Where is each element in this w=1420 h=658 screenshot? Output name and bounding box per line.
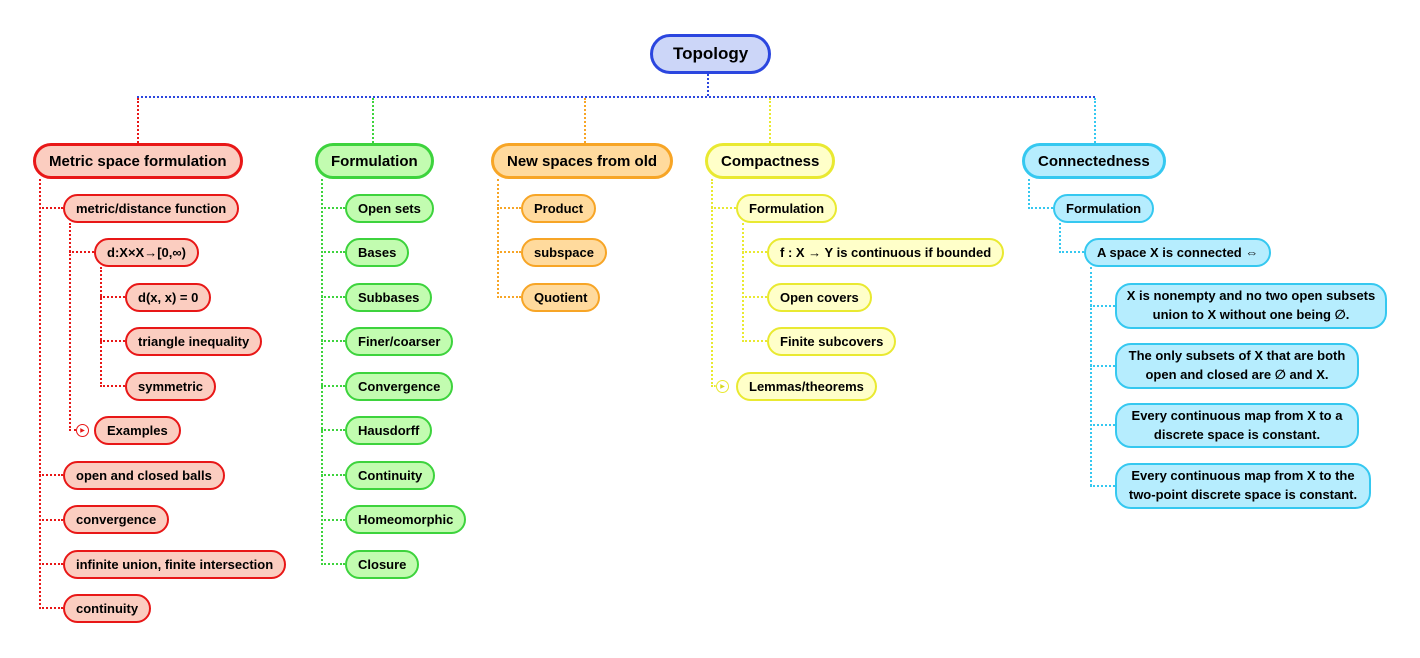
- connector-line: [69, 429, 76, 431]
- node-closure[interactable]: Closure: [345, 550, 420, 579]
- connector-line: [711, 179, 713, 387]
- connector-line: [39, 207, 63, 209]
- connector-line: [497, 179, 499, 298]
- connector-line: [742, 340, 767, 342]
- node-metric-distance-function[interactable]: metric/distance function: [63, 194, 240, 223]
- node-map-to-discrete-constant[interactable]: Every continuous map from X to a discret…: [1115, 403, 1359, 448]
- connector-line: [497, 251, 521, 253]
- connector-line: [100, 340, 125, 342]
- connector-line: [1028, 179, 1030, 209]
- connector-line: [69, 223, 71, 431]
- node-product[interactable]: Product: [521, 194, 597, 223]
- node-open-covers[interactable]: Open covers: [767, 283, 872, 312]
- node-triangle-inequality[interactable]: triangle inequality: [125, 327, 263, 356]
- node-homeomorphic[interactable]: Homeomorphic: [345, 505, 467, 534]
- node-space-connected-iff[interactable]: A space X is connected ⇔: [1084, 238, 1272, 267]
- connector-line: [742, 296, 767, 298]
- node-continuity[interactable]: Continuity: [345, 461, 436, 490]
- connector-line: [1090, 305, 1115, 307]
- connector-line: [137, 98, 139, 143]
- node-continuous-if-bounded[interactable]: f : X → Y is continuous if bounded: [767, 238, 1005, 267]
- connector-line: [711, 385, 716, 387]
- connector-line: [1059, 223, 1061, 253]
- node-convergence[interactable]: Convergence: [345, 372, 454, 401]
- node-finer-coarser[interactable]: Finer/coarser: [345, 327, 454, 356]
- connector-line: [497, 296, 521, 298]
- node-examples[interactable]: Examples: [94, 416, 181, 445]
- connector-line: [321, 474, 345, 476]
- connector-line: [321, 385, 345, 387]
- connector-line: [321, 429, 345, 431]
- collapsed-glyph: ▶: [80, 428, 85, 434]
- connector-line: [742, 251, 767, 253]
- connector-line: [321, 179, 323, 565]
- connector-line: [1059, 251, 1084, 253]
- connector-line: [69, 251, 94, 253]
- connector-line: [321, 207, 345, 209]
- connector-line: [497, 207, 521, 209]
- collapsed-indicator-icon[interactable]: ▶: [76, 424, 89, 437]
- connector-line: [711, 207, 736, 209]
- node-nonempty-no-two-open-subsets[interactable]: X is nonempty and no two open subsets un…: [1115, 283, 1387, 329]
- connector-line: [321, 563, 345, 565]
- node-symmetric[interactable]: symmetric: [125, 372, 217, 401]
- node-topology-root[interactable]: Topology: [650, 34, 772, 74]
- node-map-to-two-point-discrete-constant[interactable]: Every continuous map from X to the two-p…: [1115, 463, 1371, 509]
- node-open-and-closed-balls[interactable]: open and closed balls: [63, 461, 225, 490]
- node-metric-space-formulation[interactable]: Metric space formulation: [33, 143, 243, 179]
- connector-line: [39, 474, 63, 476]
- node-continuity-metric[interactable]: continuity: [63, 594, 152, 623]
- collapsed-glyph: ▶: [720, 384, 725, 390]
- connector-line: [1090, 485, 1115, 487]
- connector-line: [100, 296, 125, 298]
- node-compactness[interactable]: Compactness: [705, 143, 836, 179]
- node-infinite-union-finite-intersection[interactable]: infinite union, finite intersection: [63, 550, 287, 579]
- node-quotient[interactable]: Quotient: [521, 283, 601, 312]
- connector-line: [321, 519, 345, 521]
- connector-line: [707, 74, 709, 96]
- node-new-spaces-from-old[interactable]: New spaces from old: [491, 143, 674, 179]
- connector-line: [39, 607, 63, 609]
- node-connectedness[interactable]: Connectedness: [1022, 143, 1166, 179]
- connector-line: [742, 223, 744, 342]
- node-subspace[interactable]: subspace: [521, 238, 607, 267]
- node-hausdorff[interactable]: Hausdorff: [345, 416, 433, 445]
- node-lemmas-theorems[interactable]: Lemmas/theorems: [736, 372, 877, 401]
- collapsed-indicator-icon[interactable]: ▶: [716, 380, 729, 393]
- connector-line: [769, 98, 771, 143]
- node-metric-definition[interactable]: d:X×X→[0,∞): [94, 238, 199, 267]
- connector-line: [39, 563, 63, 565]
- connector-line: [39, 179, 41, 609]
- connector-line: [100, 385, 125, 387]
- node-open-sets[interactable]: Open sets: [345, 194, 434, 223]
- connector-line: [321, 296, 345, 298]
- connector-line: [39, 519, 63, 521]
- connector-line: [1090, 424, 1115, 426]
- connector-line: [1094, 98, 1096, 143]
- node-connectedness-formulation[interactable]: Formulation: [1053, 194, 1155, 223]
- node-identity-axiom[interactable]: d(x, x) = 0: [125, 283, 212, 312]
- node-subbases[interactable]: Subbases: [345, 283, 433, 312]
- node-compactness-formulation[interactable]: Formulation: [736, 194, 838, 223]
- connector-line: [321, 340, 345, 342]
- node-finite-subcovers[interactable]: Finite subcovers: [767, 327, 897, 356]
- node-only-clopen-subsets[interactable]: The only subsets of X that are both open…: [1115, 343, 1359, 389]
- connector-line: [1090, 365, 1115, 367]
- connector-line: [321, 251, 345, 253]
- connector-line: [584, 98, 586, 143]
- connector-line: [1090, 267, 1092, 486]
- node-formulation[interactable]: Formulation: [315, 143, 434, 179]
- connector-line: [372, 98, 374, 143]
- connector-line: [100, 267, 102, 387]
- connector-line: [1028, 207, 1053, 209]
- connector-line: [137, 96, 1095, 98]
- node-bases[interactable]: Bases: [345, 238, 410, 267]
- node-convergence-metric[interactable]: convergence: [63, 505, 170, 534]
